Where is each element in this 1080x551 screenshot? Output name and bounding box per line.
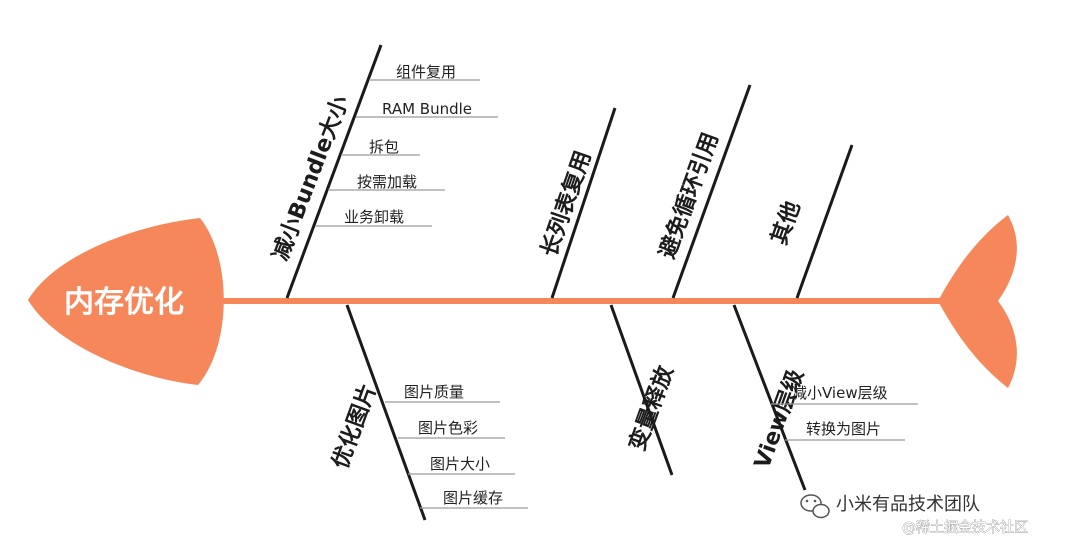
bone-line [345,304,427,521]
item-label: 业务卸载 [344,208,404,226]
bone-label: 避免循环引用 [654,129,724,262]
bone-line [609,304,674,476]
item-label: 图片色彩 [418,419,478,437]
wechat-icon [800,494,830,519]
bone-label: 长列表复用 [536,147,596,259]
branch-reduce-bundle: 减小Bundle大小 组件复用 RAM Bundle 拆包 按需加载 业务卸载 [267,44,498,299]
bone-line [550,107,617,299]
item-label: 减小View层级 [792,384,888,402]
watermark-sub: @稀土掘金技术社区 [902,520,1028,536]
branch-optimize-images: 优化图片 图片质量 图片色彩 图片大小 图片缓存 [327,304,528,521]
branch-variable-release: 变量释放 [609,304,679,476]
watermark: 小米有品技术团队 @稀土掘金技术社区 [800,494,1028,536]
bone-line [795,144,854,299]
fish-tail [938,215,1017,388]
diagram-head-label: 内存优化 [64,285,184,320]
branch-view-hierarchy: View层级 减小View层级 转换为图片 [732,304,918,491]
branch-avoid-circular-ref: 避免循环引用 [654,84,752,299]
item-label: 转换为图片 [806,420,881,438]
bone-line [285,44,383,299]
branch-other: 其他 [767,144,854,299]
bone-label: 优化图片 [327,380,382,472]
bone-label: 其他 [767,198,806,248]
item-label: RAM Bundle [382,100,472,118]
item-label: 图片缓存 [443,489,503,507]
item-label: 图片质量 [404,383,464,401]
item-label: 图片大小 [430,455,490,473]
item-label: 拆包 [369,138,399,156]
item-label: 按需加载 [357,173,417,191]
watermark-text: 小米有品技术团队 [836,494,980,515]
bone-label: View层级 [749,366,809,472]
item-label: 组件复用 [396,63,456,81]
branch-long-list-reuse: 长列表复用 [536,107,617,299]
bone-line [671,84,752,299]
fish-head [28,218,224,385]
bone-line [732,304,807,491]
bone-label: 变量释放 [624,362,679,455]
